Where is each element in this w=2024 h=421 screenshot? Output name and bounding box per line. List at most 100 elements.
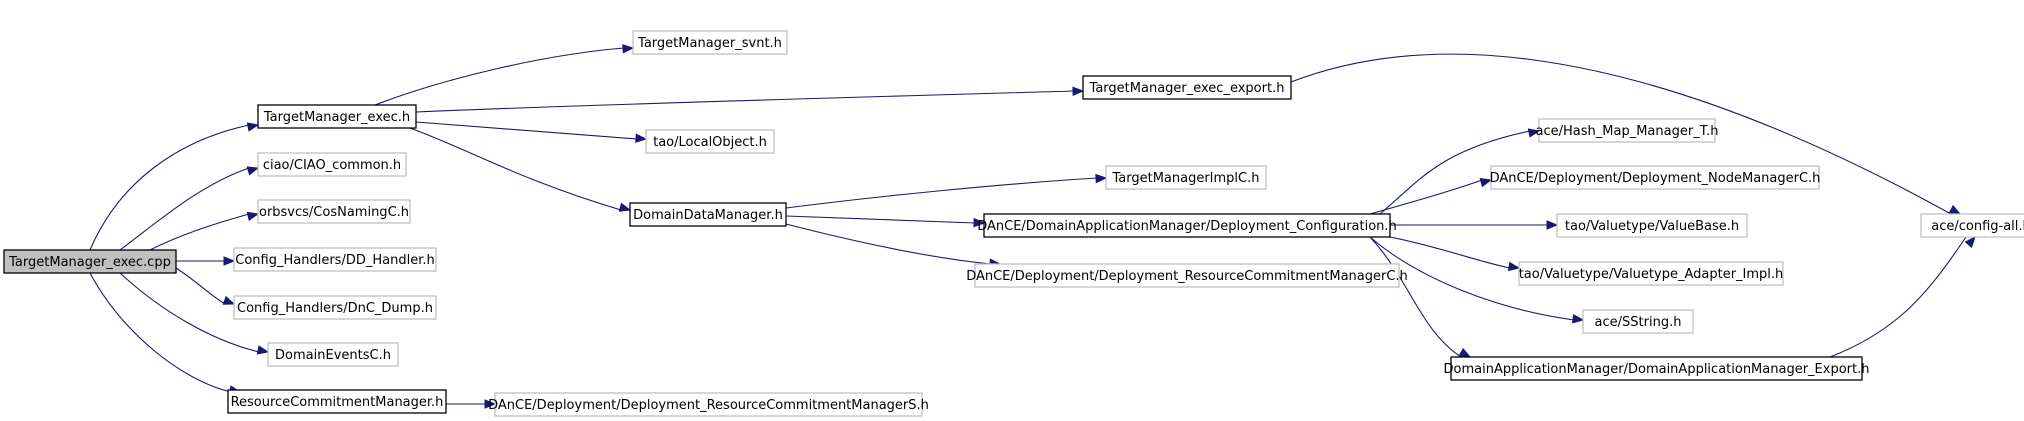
node-ciao_common[interactable]: ciao/CIAO_common.h	[257, 152, 407, 177]
node-rcm_s[interactable]: DAnCE/Deployment/Deployment_ResourceComm…	[488, 392, 929, 417]
node-tm_svnt[interactable]: TargetManager_svnt.h	[632, 30, 788, 55]
edge-dep_config-to-dam_export	[1369, 236, 1472, 358]
node-label: Config_Handlers/DnC_Dump.h	[237, 301, 433, 316]
node-label: DomainApplicationManager/DomainApplicati…	[1444, 362, 1870, 377]
node-label: DAnCE/Deployment/Deployment_ResourceComm…	[966, 269, 1408, 284]
node-dd_handler[interactable]: Config_Handlers/DD_Handler.h	[233, 247, 437, 272]
edge-ddm_h-to-tm_implc	[785, 173, 1108, 209]
edge-line	[1369, 179, 1483, 215]
edge-line	[415, 121, 638, 140]
node-label: TargetManager_exec_export.h	[1089, 81, 1285, 96]
edge-dep_config-to-sstring	[1369, 236, 1585, 324]
node-label: TargetManager_svnt.h	[637, 36, 782, 51]
edge-line	[415, 90, 1075, 113]
node-label: ace/Hash_Map_Manager_T.h	[1536, 124, 1719, 139]
node-rcm_h[interactable]: ResourceCommitmentManager.h	[227, 389, 447, 414]
arrowhead	[1546, 220, 1559, 230]
node-box	[1538, 118, 1716, 143]
edge-line	[785, 177, 1098, 209]
node-rcm_c[interactable]: DAnCE/Deployment/Deployment_ResourceComm…	[966, 263, 1408, 288]
edge-line	[1389, 236, 1511, 269]
arrowhead	[1095, 173, 1108, 184]
node-box	[1105, 165, 1267, 190]
node-ddm_h[interactable]: DomainDataManager.h	[629, 202, 787, 227]
node-dnc_dump[interactable]: Config_Handlers/DnC_Dump.h	[233, 295, 437, 320]
edges-layer	[89, 44, 1976, 409]
edge-line	[1290, 53, 1952, 215]
edge-line	[175, 267, 226, 305]
node-box	[233, 247, 437, 272]
node-label: tao/Valuetype/ValueBase.h	[1565, 219, 1739, 234]
node-tm_exec_h[interactable]: TargetManager_exec.h	[257, 104, 417, 129]
node-label: TargetManagerImplC.h	[1111, 171, 1259, 186]
edge-root-to-cosnaming	[149, 211, 260, 251]
node-box	[1920, 213, 2024, 238]
node-label: TargetManager_exec.cpp	[8, 255, 171, 270]
edge-line	[119, 167, 250, 251]
edge-line	[1369, 236, 1575, 321]
node-box	[983, 213, 1391, 238]
edge-dam_export-to-config_all	[1829, 235, 1976, 358]
arrowhead	[622, 44, 635, 54]
arrowhead	[1527, 128, 1541, 138]
edge-ddm_h-to-rcm_c	[785, 223, 1002, 268]
node-local_object[interactable]: tao/LocalObject.h	[645, 129, 775, 154]
node-sstring[interactable]: ace/SString.h	[1582, 309, 1694, 334]
node-root: TargetManager_exec.cpp	[3, 249, 177, 274]
edge-root-to-tm_exec_h	[89, 122, 260, 251]
node-box	[257, 104, 417, 129]
node-box	[974, 263, 1400, 288]
node-cosnaming[interactable]: orbsvcs/CosNamingC.h	[257, 199, 411, 224]
node-label: TargetManager_exec.h	[263, 110, 410, 125]
node-node_mgr_c[interactable]: DAnCE/Deployment/Deployment_NodeManagerC…	[1490, 165, 1821, 190]
node-box	[1490, 165, 1820, 190]
node-label: ace/SString.h	[1595, 315, 1682, 330]
edge-line	[785, 223, 992, 265]
edge-line	[89, 272, 232, 393]
node-label: Config_Handlers/DD_Handler.h	[235, 253, 434, 268]
arrowhead	[484, 399, 497, 409]
node-label: DAnCE/DomainApplicationManager/Deploymen…	[977, 219, 1397, 234]
edge-line	[374, 47, 625, 106]
nodes-layer: TargetManager_exec.cpp TargetManager_exec…	[3, 30, 2024, 417]
edge-line	[785, 215, 976, 224]
node-domain_events[interactable]: DomainEventsC.h	[267, 342, 399, 367]
node-dep_config[interactable]: DAnCE/DomainApplicationManager/Deploymen…	[977, 213, 1397, 238]
node-tm_implc[interactable]: TargetManagerImplC.h	[1105, 165, 1267, 190]
node-box	[267, 342, 399, 367]
edge-root-to-ciao_common	[119, 166, 260, 251]
node-vt_adapter[interactable]: tao/Valuetype/Valuetype_Adapter_Impl.h	[1518, 261, 1784, 286]
arrowhead	[635, 133, 648, 143]
node-label: orbsvcs/CosNamingC.h	[259, 205, 409, 220]
edge-line	[89, 124, 250, 251]
node-dam_export[interactable]: DomainApplicationManager/DomainApplicati…	[1444, 356, 1870, 381]
edge-dep_config-to-vt_adapter	[1389, 236, 1521, 272]
edge-root-to-dd_handler	[176, 256, 236, 266]
node-box	[629, 202, 787, 227]
arrowhead	[246, 211, 260, 221]
edge-line	[1379, 130, 1531, 215]
arrowhead	[618, 202, 632, 212]
arrowhead	[1964, 235, 1976, 249]
node-hash_map[interactable]: ace/Hash_Map_Manager_T.h	[1536, 118, 1719, 143]
node-box	[1582, 309, 1694, 334]
edge-root-to-domain_events	[119, 272, 270, 355]
edge-dep_config-to-node_mgr_c	[1369, 178, 1493, 215]
edge-line	[1829, 236, 1967, 358]
arrowhead	[1479, 178, 1493, 188]
node-valuebase[interactable]: tao/Valuetype/ValueBase.h	[1556, 213, 1748, 238]
node-box	[494, 392, 923, 417]
arrowhead	[246, 122, 260, 132]
node-label: DAnCE/Deployment/Deployment_ResourceComm…	[488, 398, 929, 413]
node-box	[227, 389, 447, 414]
edge-line	[149, 213, 250, 251]
node-config_all[interactable]: ace/config-all.h	[1920, 213, 2024, 238]
node-tm_exec_export[interactable]: TargetManager_exec_export.h	[1082, 75, 1292, 100]
edge-dep_config-to-valuebase	[1390, 220, 1559, 230]
arrowhead	[1948, 204, 1962, 215]
arrowhead	[223, 256, 236, 266]
edge-line	[409, 127, 622, 211]
arrowhead	[222, 295, 236, 305]
edge-root-to-rcm_h	[89, 272, 242, 395]
